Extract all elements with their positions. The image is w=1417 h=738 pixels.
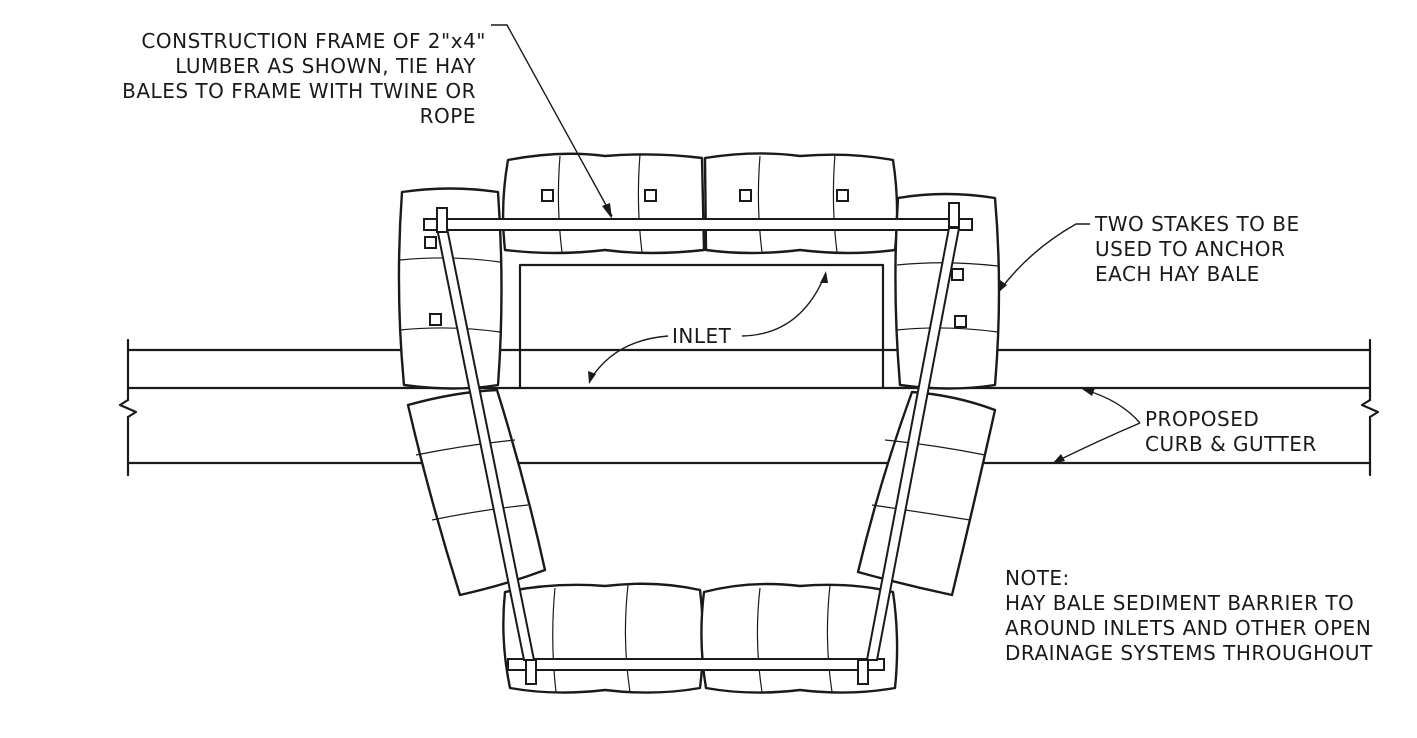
stakes-label-line-2: USED TO ANCHOR: [1095, 237, 1285, 261]
note-line-1: HAY BALE SEDIMENT BARRIER TO: [1005, 591, 1354, 615]
curb-label-line-1: PROPOSED: [1145, 407, 1259, 431]
frame-label-line-3: BALES TO FRAME WITH TWINE OR: [122, 79, 476, 103]
stake-marker: [424, 236, 437, 249]
top-frame-board: [423, 218, 973, 231]
stakes-label-line-1: TWO STAKES TO BE: [1094, 212, 1300, 236]
frame-label-line-1: CONSTRUCTION FRAME OF 2"x4": [141, 29, 486, 53]
frame-label-line-2: LUMBER AS SHOWN, TIE HAY: [175, 54, 476, 78]
stakes-label-line-3: EACH HAY BALE: [1095, 262, 1260, 286]
corner-stake: [857, 659, 869, 685]
hay-bale-top-right: [703, 152, 899, 255]
bottom-frame-board: [507, 658, 885, 671]
stake-marker: [739, 189, 752, 202]
hay-bale-top-left: [501, 152, 706, 255]
lumber-frame: [423, 202, 973, 685]
corner-stake: [948, 202, 960, 228]
note-line-3: DRAINAGE SYSTEMS THROUGHOUT: [1005, 641, 1373, 665]
note-line-2: AROUND INLETS AND OTHER OPEN: [1005, 616, 1371, 640]
note-title: NOTE:: [1005, 566, 1070, 590]
inlet-box: [518, 263, 885, 390]
stake-marker: [836, 189, 849, 202]
curb-label-line-2: CURB & GUTTER: [1145, 432, 1317, 456]
inlet-label: INLET: [672, 324, 732, 348]
stake-marker: [429, 313, 442, 326]
corner-stake: [525, 659, 537, 685]
curb-and-gutter: [118, 338, 1380, 477]
frame-label-line-4: ROPE: [420, 104, 476, 128]
stake-marker: [541, 189, 554, 202]
corner-stake: [436, 207, 448, 233]
stake-marker: [954, 315, 967, 328]
annotation-text: CONSTRUCTION FRAME OF 2"x4" LUMBER AS SH…: [122, 29, 1373, 665]
stake-marker: [951, 268, 964, 281]
leader-lines: [491, 24, 1141, 464]
stake-marker: [644, 189, 657, 202]
hay-bale-right-lower: [856, 390, 997, 597]
